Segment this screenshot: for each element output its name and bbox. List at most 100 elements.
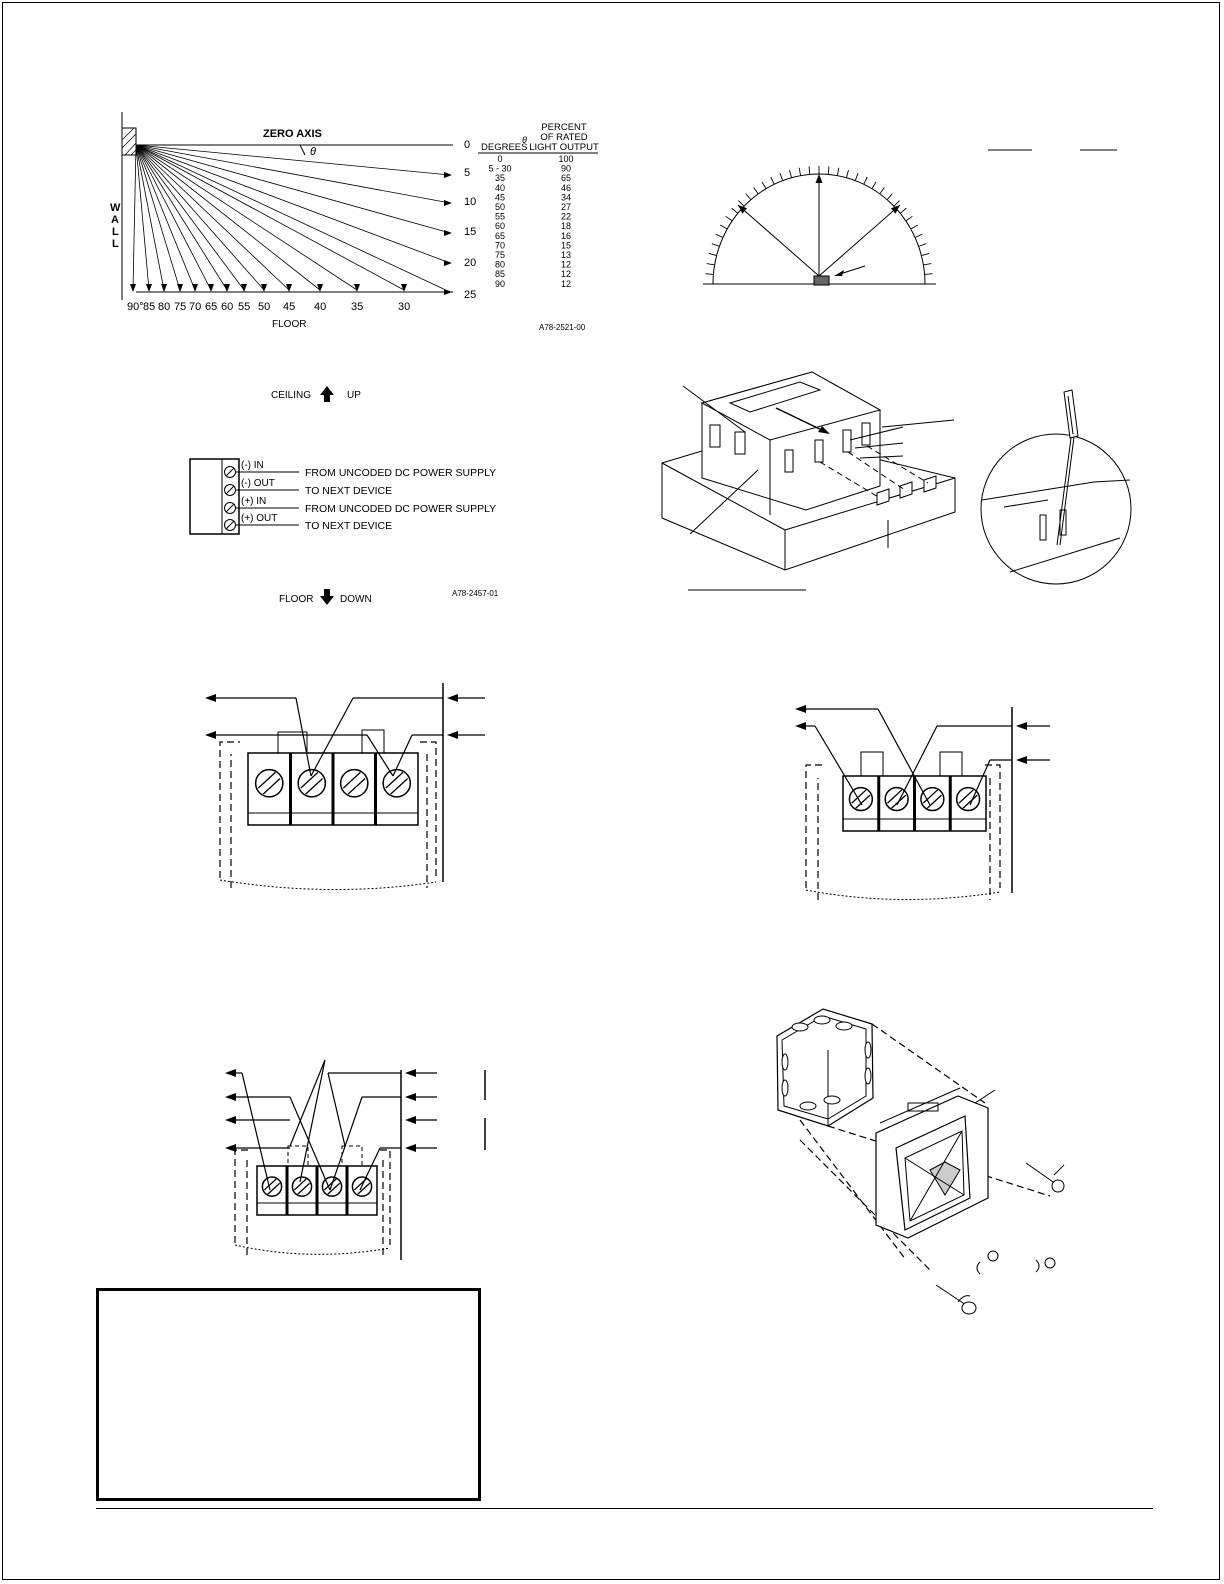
protractor-tick xyxy=(708,253,717,256)
terminal-description: TO NEXT DEVICE xyxy=(305,485,392,497)
fig3-code: A78-2457-01 xyxy=(452,589,499,598)
wire-arrowhead xyxy=(225,1069,236,1077)
floor-label: FLOOR xyxy=(272,319,306,330)
terminal-label: (+) OUT xyxy=(241,513,277,524)
light-ray xyxy=(135,144,451,204)
light-ray xyxy=(135,144,165,291)
direction-arrowhead xyxy=(890,205,900,214)
table-header-theta: θ xyxy=(522,135,527,145)
table-degrees-cell: 70 xyxy=(495,240,505,250)
bottom-label-75: 75 xyxy=(174,301,186,313)
table-degrees-cell: 55 xyxy=(495,212,505,222)
table-degrees-cell: 65 xyxy=(495,231,505,241)
ray-arrowhead xyxy=(261,284,267,292)
wire-arrowhead xyxy=(405,1144,416,1152)
terminal-screw-icon xyxy=(297,768,327,798)
wall-letter-l2: L xyxy=(112,238,119,250)
footer-rule xyxy=(96,1508,1153,1509)
wire-arrowhead xyxy=(795,705,806,713)
protractor-tick xyxy=(918,243,927,247)
light-source-block xyxy=(813,275,830,286)
light-ray xyxy=(135,144,321,291)
protractor-tick xyxy=(798,167,802,176)
protractor-tick xyxy=(923,263,932,266)
bottom-label-35: 35 xyxy=(351,301,363,313)
protractor-tick xyxy=(789,169,792,178)
table-degrees-cell: 40 xyxy=(495,183,505,193)
terminal-label: (-) OUT xyxy=(241,478,275,489)
protractor-tick xyxy=(761,181,767,189)
terminal-label: (-) IN xyxy=(241,460,264,471)
table-header-percent: PERCENT xyxy=(541,122,587,133)
light-ray xyxy=(135,144,451,176)
light-ray xyxy=(135,144,150,291)
light-ray xyxy=(135,144,358,291)
table-degrees-cell: 45 xyxy=(495,192,505,202)
table-degrees-cell: 5 - 30 xyxy=(488,164,511,174)
light-ray xyxy=(135,144,265,291)
protractor-tick xyxy=(827,166,830,175)
bottom-label-90: 90° xyxy=(127,301,144,313)
light-ray xyxy=(135,144,405,291)
wire-arrowhead xyxy=(1016,756,1027,764)
table-percent-cell: 15 xyxy=(561,240,571,250)
wire-arrowhead xyxy=(225,1093,236,1101)
light-ray xyxy=(135,144,451,264)
protractor-tick xyxy=(705,273,714,275)
table-percent-cell: 22 xyxy=(561,212,571,222)
ray-arrowhead xyxy=(161,284,167,292)
ray-arrowhead xyxy=(444,260,452,266)
protractor-tick xyxy=(745,193,752,201)
table-degrees-cell: 85 xyxy=(495,269,505,279)
protractor-tick xyxy=(886,193,893,201)
table-percent-cell: 12 xyxy=(561,269,571,279)
protractor-tick xyxy=(725,215,733,222)
protractor-tick xyxy=(808,166,811,175)
wire-arrowhead xyxy=(225,1116,236,1124)
ray-arrowhead xyxy=(130,284,136,292)
direction-arrow xyxy=(818,204,901,277)
up-arrow-icon xyxy=(320,386,334,402)
bottom-label-80: 80 xyxy=(158,301,170,313)
ray-arrowhead xyxy=(177,284,183,292)
wire-arrowhead xyxy=(405,1116,416,1124)
terminal-screw-icon xyxy=(261,1176,283,1197)
protractor-tick xyxy=(905,215,913,222)
up-label: UP xyxy=(347,390,361,401)
ray-arrowhead xyxy=(146,284,152,292)
table-percent-cell: 13 xyxy=(561,250,571,260)
light-ray xyxy=(135,144,228,291)
protractor-tick xyxy=(924,273,933,275)
terminal-screw-icon xyxy=(955,786,981,812)
protractor-tick xyxy=(706,263,715,266)
wire-arrowhead xyxy=(205,731,216,739)
wire-arrowhead xyxy=(447,694,458,702)
terminal-label: (+) IN xyxy=(241,496,266,507)
terminal-screw-icon xyxy=(382,768,412,798)
table-degrees-cell: 0 xyxy=(497,154,502,164)
wall-letter-l1: L xyxy=(112,226,119,238)
bottom-label-40: 40 xyxy=(314,301,326,313)
protractor-tick xyxy=(731,207,739,214)
ray-arrowhead xyxy=(444,172,452,178)
table-percent-cell: 34 xyxy=(561,192,571,202)
wire-arrowhead xyxy=(225,1144,236,1152)
ray-arrowhead xyxy=(354,284,360,292)
side-tick-20: 20 xyxy=(464,257,476,269)
wire-arrowhead xyxy=(405,1093,416,1101)
bottom-label-70: 70 xyxy=(189,301,201,313)
protractor-tick xyxy=(871,181,877,189)
bottom-label-60: 60 xyxy=(221,301,233,313)
table-degrees-cell: 35 xyxy=(495,173,505,183)
protractor-tick xyxy=(711,243,720,247)
ray-arrowhead xyxy=(208,284,214,292)
wire-arrowhead xyxy=(405,1069,416,1077)
bottom-label-85: 85 xyxy=(143,301,155,313)
ray-arrowhead xyxy=(224,284,230,292)
table-percent-cell: 46 xyxy=(561,183,571,193)
terminal-screw-icon xyxy=(291,1176,313,1197)
terminal-screw-icon xyxy=(339,768,369,798)
protractor-tick xyxy=(921,253,930,256)
